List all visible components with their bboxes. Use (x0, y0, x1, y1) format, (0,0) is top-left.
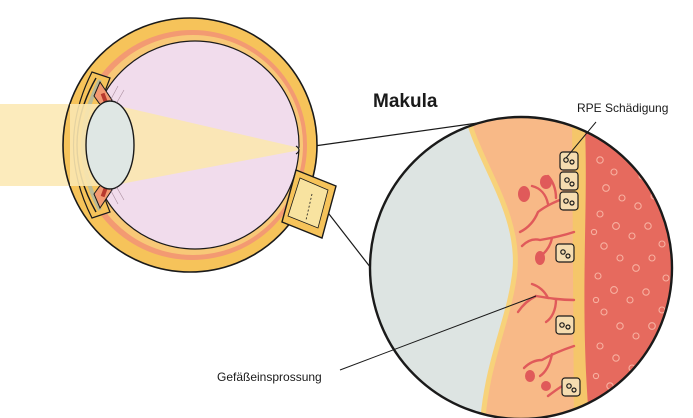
rpe-label: RPE Schädigung (577, 101, 668, 115)
lens (86, 101, 134, 189)
rpe-cell (556, 244, 574, 262)
rpe-cell (560, 192, 578, 210)
macula-title: Makula (373, 91, 438, 112)
rpe-cell (560, 172, 578, 190)
choroid-region (584, 110, 693, 418)
rpe-cell (556, 316, 574, 334)
vessel-label: Gefäßeinsprossung (217, 370, 322, 384)
rpe-cell (562, 378, 580, 396)
